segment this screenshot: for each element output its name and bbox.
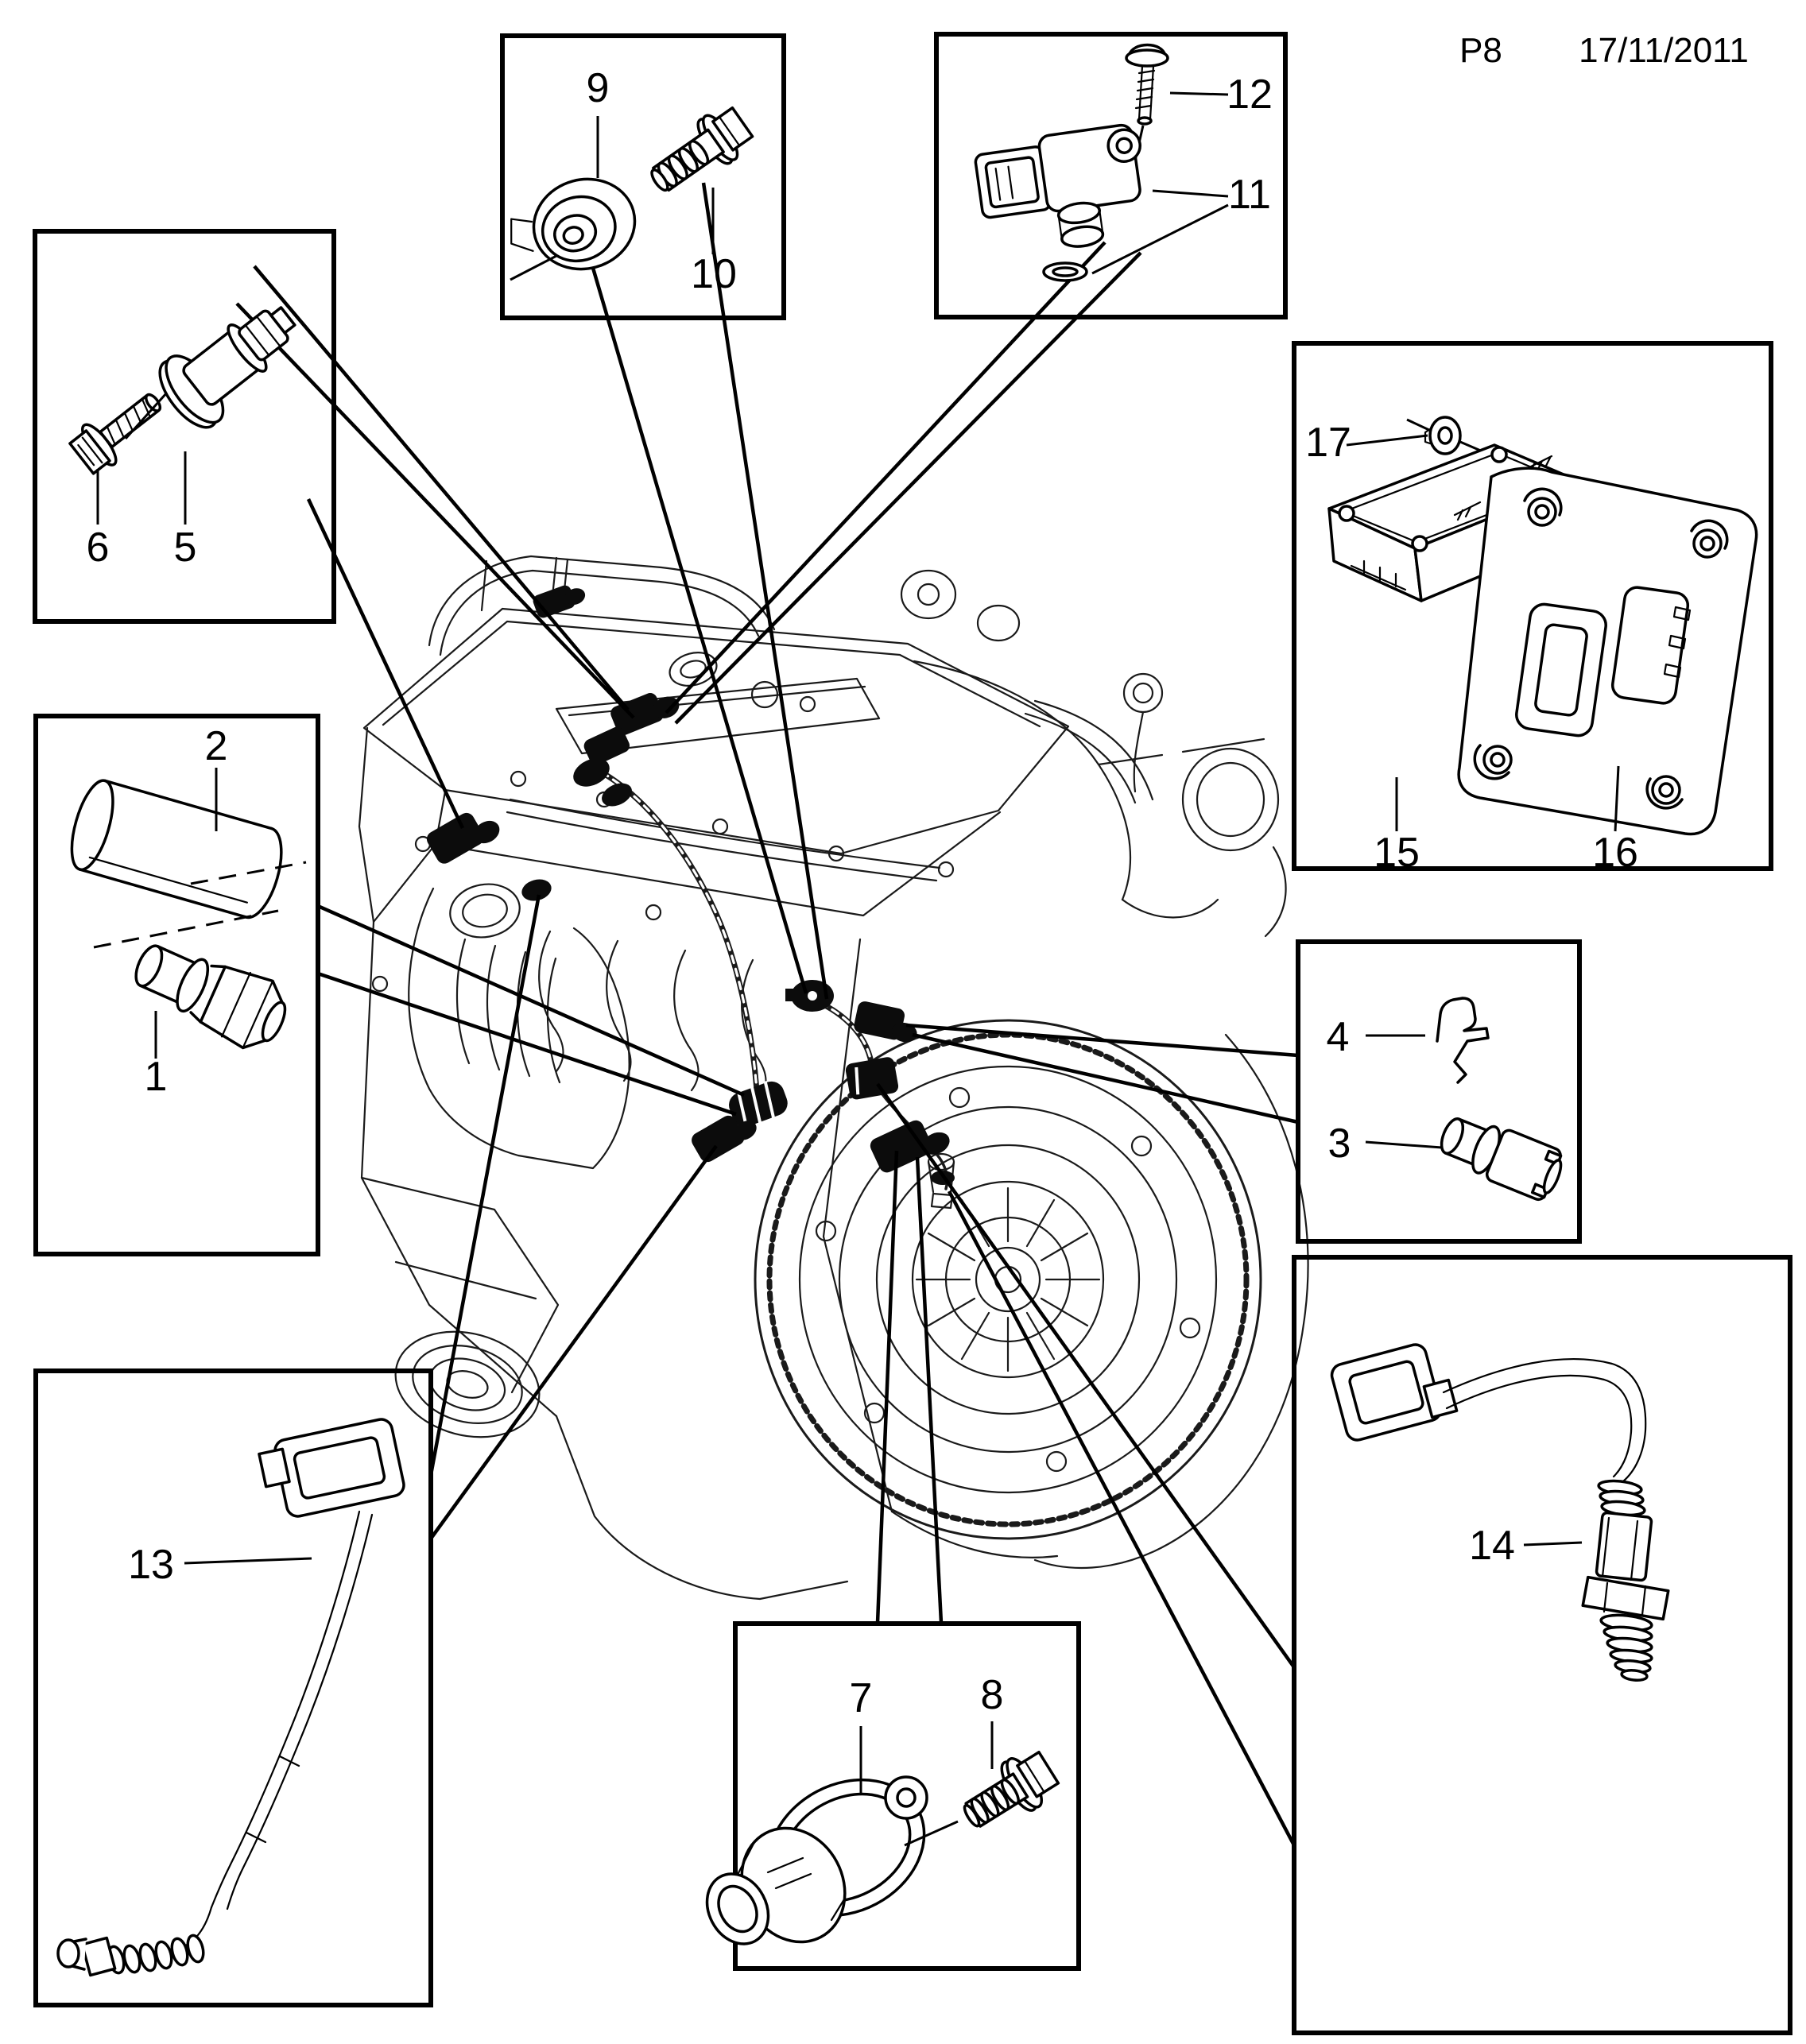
leader-lines [235,182,1299,1847]
page-code: P8 [1459,31,1502,70]
coolant-sensor-box-content: 4 3 [1327,997,1563,1202]
map-sensor-11-art [974,123,1141,248]
part-number-11: 11 [1228,172,1271,218]
seal-ring-art [1042,261,1088,282]
part-number-4: 4 [1327,1014,1350,1060]
ecu-box-content: 17 15 16 [1305,416,1758,876]
crank-sensor-7-art [705,1775,928,1945]
callout-box-camshaft-sensor [33,229,336,624]
oxygen-sensor-14-art [1330,1343,1670,1682]
oil-pressure-box-content: 2 1 [70,723,307,1100]
callout-box-oxygen-front [33,1368,433,2007]
part-number-5: 5 [174,525,197,571]
knock-sensor-9-art [510,177,637,271]
part-number-6: 6 [87,525,110,571]
part-number-14: 14 [1469,1523,1515,1569]
part-number-7: 7 [850,1675,873,1721]
part-number-9: 9 [587,65,610,111]
callout-box-fills [35,34,1790,2033]
retaining-clip-4-art [1436,997,1490,1084]
sleeve-2-art [70,779,283,919]
part-number-16: 16 [1592,830,1638,876]
oxygen-sensor-13-art [56,1418,405,1977]
callout-box-borders [33,32,1792,2035]
bolt-8-art [963,1751,1060,1828]
callout-box-ecu [1292,341,1773,871]
callout-box-crank-sensor [733,1621,1081,1971]
nut-17-art [1424,416,1462,455]
oil-pressure-switch-1-art [134,944,287,1050]
camshaft-sensor-5-art [158,306,296,429]
part-number-17: 17 [1305,420,1351,466]
bolt-6-art [68,393,162,475]
part-number-13: 13 [128,1542,174,1588]
part-number-10: 10 [691,251,737,297]
map-sensor-box-content: 12 11 [974,43,1273,282]
part-number-12: 12 [1227,72,1273,118]
callout-box-oxygen-rear [1292,1255,1792,2035]
part-number-15: 15 [1374,830,1420,876]
crank-sensor-box-content: 7 8 [705,1672,1060,1945]
bolt-10-art [650,106,754,192]
part-number-8: 8 [981,1672,1004,1718]
camshaft-sensor-box-content: 6 5 [68,306,296,571]
oxygen-front-box-content: 13 [56,1418,405,1977]
part-number-2: 2 [205,723,228,769]
screw-12-art [1125,43,1169,126]
revision-date: 17/11/2011 [1579,31,1749,70]
callout-box-oil-pressure [33,714,320,1256]
part-number-1: 1 [145,1054,168,1100]
callout-box-coolant-sensor [1296,939,1582,1244]
ecu-bracket-16-art [1457,466,1758,836]
part-number-3: 3 [1328,1121,1351,1167]
oxygen-rear-box-content: 14 [1330,1343,1670,1682]
callout-box-knock-sensor [500,33,786,320]
coolant-temp-sensor-3-art [1440,1117,1563,1202]
callout-box-map-sensor [934,32,1288,319]
knock-sensor-box-content: 9 10 [510,65,754,297]
